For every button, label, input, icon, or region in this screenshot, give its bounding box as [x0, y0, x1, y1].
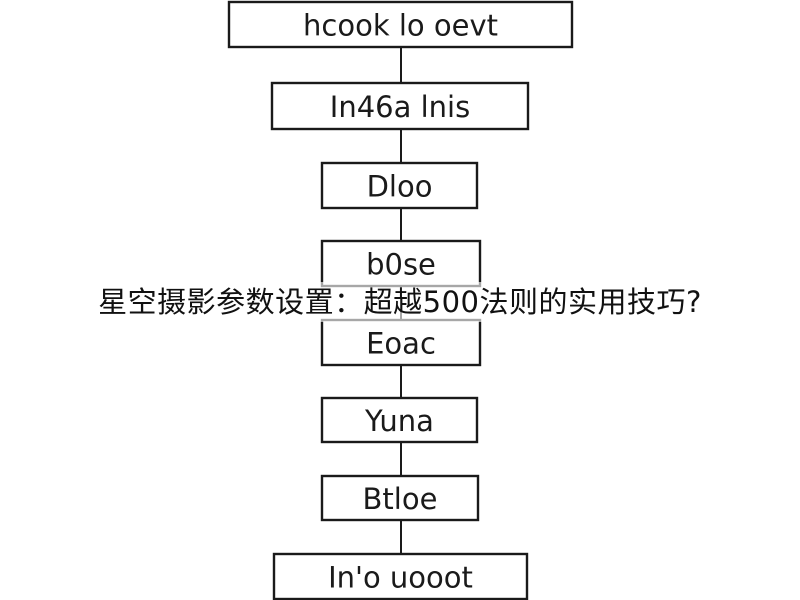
flow-node-7: Btloe: [320, 474, 480, 522]
flow-node-4: b0se: [320, 239, 482, 288]
flow-node-8: In'o uooot: [272, 552, 529, 600]
flow-node-box: [320, 474, 480, 522]
flow-node-box: [320, 161, 479, 210]
flow-node-2: In46a lnis: [270, 81, 530, 131]
flow-node-5: Eoac: [320, 318, 482, 367]
flow-node-6: Yuna: [320, 396, 479, 444]
flow-node-box: [272, 552, 529, 600]
overlay-title: 星空摄影参数设置：超越500法则的实用技巧?: [98, 285, 702, 319]
flow-node-label: hcook lo oevt: [303, 9, 498, 43]
flow-node-label: Eoac: [366, 327, 436, 361]
title-backdrop: [0, 282, 800, 322]
flow-node-label: b0se: [366, 248, 436, 282]
flow-node-box: [270, 81, 530, 131]
flow-node-label: Btloe: [363, 482, 438, 516]
flow-node-label: In46a lnis: [330, 90, 470, 124]
flow-node-3: Dloo: [320, 161, 479, 210]
flow-node-label: In'o uooot: [328, 561, 473, 595]
flow-node-box: [320, 318, 482, 367]
flow-node-box: [227, 0, 574, 49]
flow-node-label: Yuna: [364, 404, 434, 438]
flow-node-box: [320, 396, 479, 444]
flow-node-box: [320, 239, 482, 288]
flow-node-label: Dloo: [367, 170, 433, 204]
flow-node-1: hcook lo oevt: [227, 0, 574, 49]
